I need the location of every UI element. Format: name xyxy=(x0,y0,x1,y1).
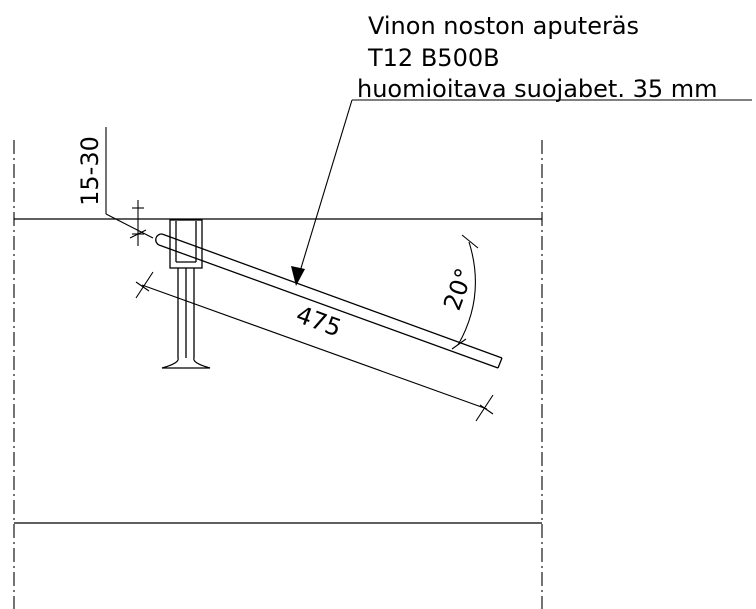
cover-dimension-label: 15-30 xyxy=(76,136,104,206)
length-dimension-label: 475 xyxy=(292,300,345,342)
leader-arrowhead xyxy=(291,266,305,286)
annotation-line-3: huomioitava suojabet. 35 mm xyxy=(357,75,718,103)
annotation-line-1: Vinon noston aputeräs xyxy=(368,12,639,40)
annotation-line-2: T12 B500B xyxy=(367,44,500,72)
angle-dimension xyxy=(451,234,479,350)
length-dimension xyxy=(135,271,494,422)
inclined-rebar xyxy=(155,233,503,369)
lifting-anchor xyxy=(161,219,211,369)
cover-dimension xyxy=(105,127,154,246)
leader-line xyxy=(291,99,752,286)
